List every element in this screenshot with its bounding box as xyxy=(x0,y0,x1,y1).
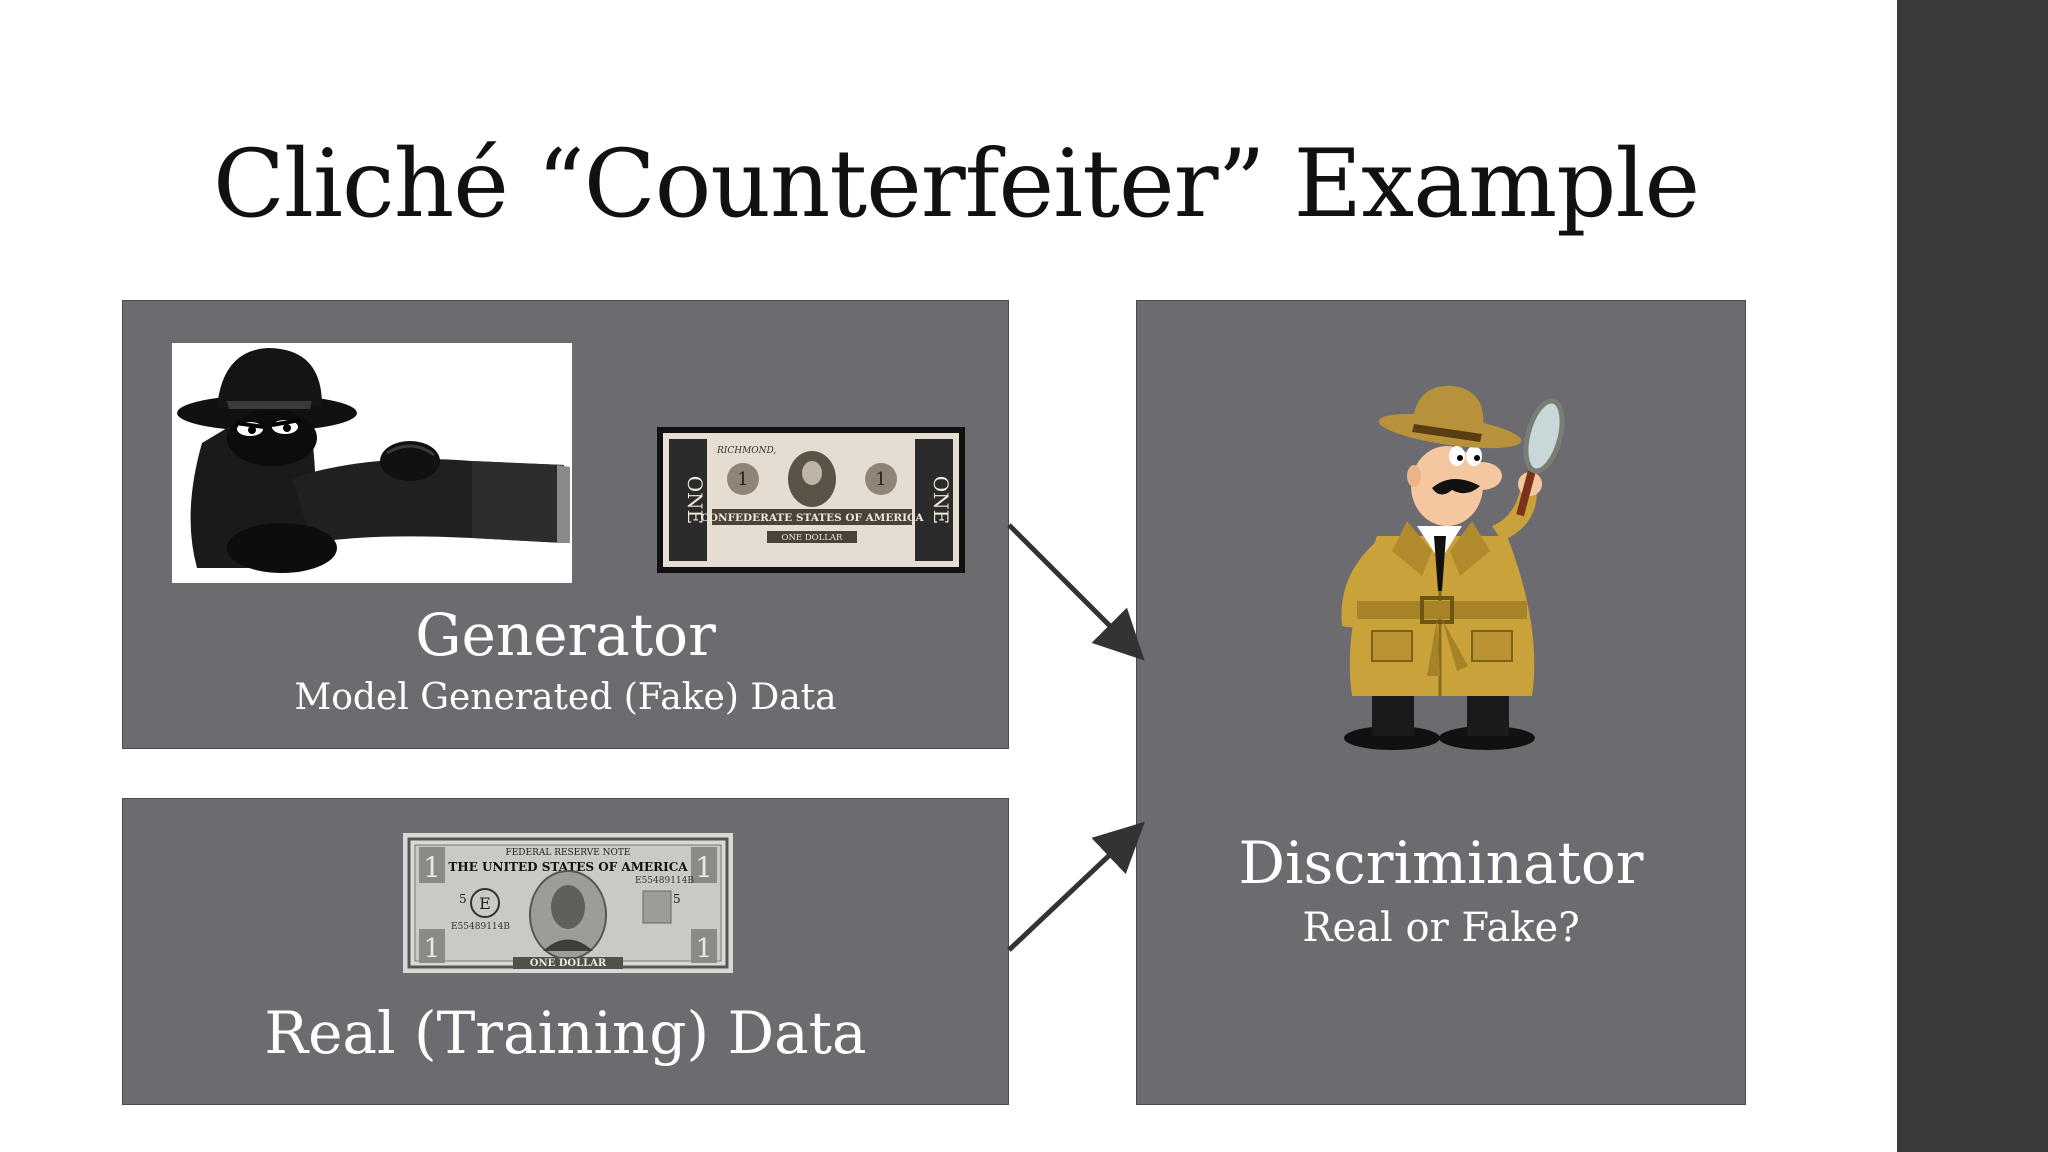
us-bill-issuer: THE UNITED STATES OF AMERICA xyxy=(448,860,688,874)
real-data-to-discriminator-arrow xyxy=(1007,821,1145,952)
detective-magnifier-icon xyxy=(1322,376,1582,751)
us-bill-numeral-tr: 1 xyxy=(695,851,713,884)
discriminator-panel: Discriminator Real or Fake? xyxy=(1136,300,1746,1105)
real-data-label: Real (Training) Data xyxy=(264,999,867,1067)
right-sidebar-band xyxy=(1897,0,2048,1152)
generator-sublabel: Model Generated (Fake) Data xyxy=(294,677,837,718)
generator-panel: ONE ONE RICHMOND, 1 1 CONFEDERATE STATES… xyxy=(122,300,1009,749)
us-bill-serial-right: E55489114B xyxy=(635,876,694,886)
bill-city: RICHMOND, xyxy=(716,446,776,456)
us-bill-district-right: 5 xyxy=(673,892,681,906)
bill-numeral-right: 1 xyxy=(875,469,886,490)
us-bill-numeral-br: 1 xyxy=(696,934,713,964)
generator-label: Generator xyxy=(415,601,716,669)
us-bill-numeral-bl: 1 xyxy=(424,934,441,964)
us-bill-denomination: ONE DOLLAR xyxy=(530,958,607,969)
bill-denomination: ONE DOLLAR xyxy=(782,533,844,543)
real-data-panel: FEDERAL RESERVE NOTE THE UNITED STATES O… xyxy=(122,798,1009,1105)
hooded-thief-icon xyxy=(172,343,572,583)
discriminator-label: Discriminator xyxy=(1238,829,1644,897)
us-bill-seal-letter: E xyxy=(479,894,491,913)
slide-title: Cliché “Counterfeiter” Example xyxy=(213,130,1700,239)
discriminator-sublabel: Real or Fake? xyxy=(1302,905,1580,951)
us-bill-district-left: 5 xyxy=(459,892,467,906)
us-bill-numeral-tl: 1 xyxy=(423,851,441,884)
generator-to-discriminator-arrow xyxy=(1007,523,1145,661)
bill-numeral-left: 1 xyxy=(737,469,748,490)
us-bill-top-text: FEDERAL RESERVE NOTE xyxy=(505,848,630,858)
bill-side-text-left: ONE xyxy=(683,476,707,525)
us-dollar-bill-image: FEDERAL RESERVE NOTE THE UNITED STATES O… xyxy=(403,833,733,973)
bill-side-text-right: ONE xyxy=(929,476,953,525)
bill-issuer: CONFEDERATE STATES OF AMERICA xyxy=(700,512,924,524)
confederate-bill-image: ONE ONE RICHMOND, 1 1 CONFEDERATE STATES… xyxy=(657,427,965,573)
us-bill-serial-left: E55489114B xyxy=(451,922,510,932)
